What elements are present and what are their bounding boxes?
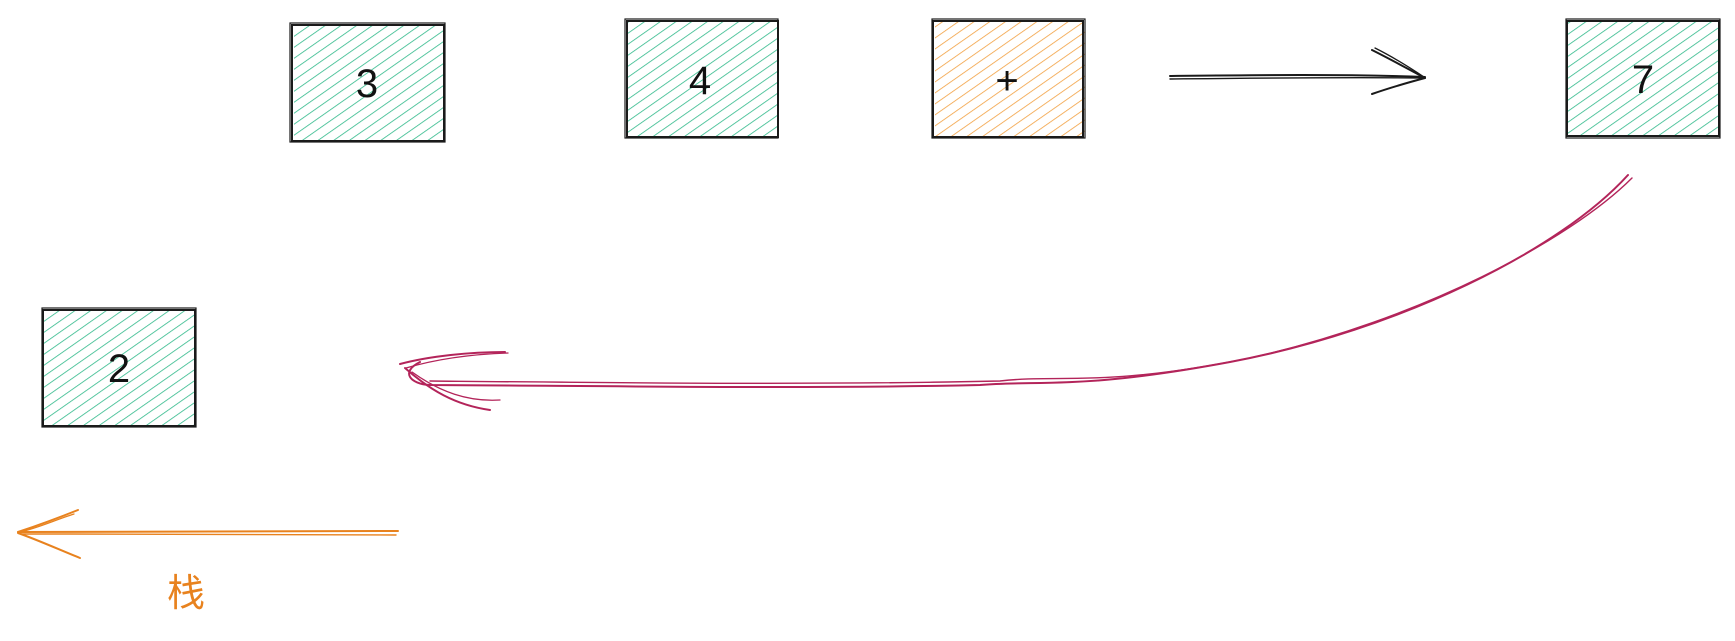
apply-arrow-head-top-sketch	[1374, 47, 1425, 78]
token-box-2: 2	[41, 307, 197, 428]
token-box-4: 4	[624, 18, 779, 139]
token-box-7-border-sketch	[1565, 18, 1721, 139]
apply-arrow-shaft-sketch	[1169, 76, 1426, 80]
token-box-3: 3	[289, 22, 446, 143]
push-result-arrow-curve-sketch	[429, 177, 1633, 385]
stack-arrow-shaft	[17, 530, 399, 533]
push-result-arrow-head-top	[399, 351, 506, 365]
token-box-plus: +	[931, 18, 1086, 139]
push-result-arrow-curve	[408, 174, 1629, 389]
token-label-3: 3	[356, 62, 378, 106]
token-box-3-fill	[294, 24, 444, 140]
apply-arrow-head-bottom	[1371, 77, 1426, 95]
token-box-2-fill	[44, 310, 194, 425]
token-box-7-border	[1566, 20, 1720, 137]
token-box-plus-border-sketch	[931, 18, 1086, 139]
push-result-arrow-head-top-sketch	[405, 352, 509, 369]
apply-arrow-head-top	[1371, 49, 1426, 79]
token-box-7-fill	[1568, 21, 1718, 136]
push-result-arrow-head-bottom	[404, 367, 491, 411]
push-result-arrow-head-bottom-sketch	[411, 371, 501, 401]
stack-label: 栈	[167, 571, 205, 615]
token-label-4: 4	[689, 59, 711, 103]
apply-arrow	[1169, 47, 1426, 95]
stack-arrow-head-bottom	[17, 532, 81, 559]
stack-direction-arrow	[17, 509, 399, 559]
token-box-3-border-sketch	[289, 22, 446, 143]
token-box-2-border	[42, 309, 196, 427]
token-box-2-border-sketch	[41, 307, 197, 428]
stack-arrow-head-top	[17, 509, 79, 533]
token-label-7: 7	[1632, 58, 1654, 102]
token-label-plus: +	[995, 59, 1018, 103]
token-box-3-border	[291, 24, 445, 142]
stack-arrow-head-top-sketch	[19, 513, 75, 533]
token-box-4-border-sketch	[624, 18, 779, 139]
token-box-plus-border	[932, 20, 1084, 138]
token-box-plus-fill	[935, 22, 1085, 137]
token-box-4-fill	[627, 21, 777, 136]
token-label-2: 2	[108, 347, 130, 391]
token-box-7: 7	[1565, 18, 1721, 139]
push-result-arrow	[399, 174, 1633, 411]
stack-arrow-shaft-sketch	[21, 533, 397, 536]
apply-arrow-shaft	[1169, 74, 1426, 78]
